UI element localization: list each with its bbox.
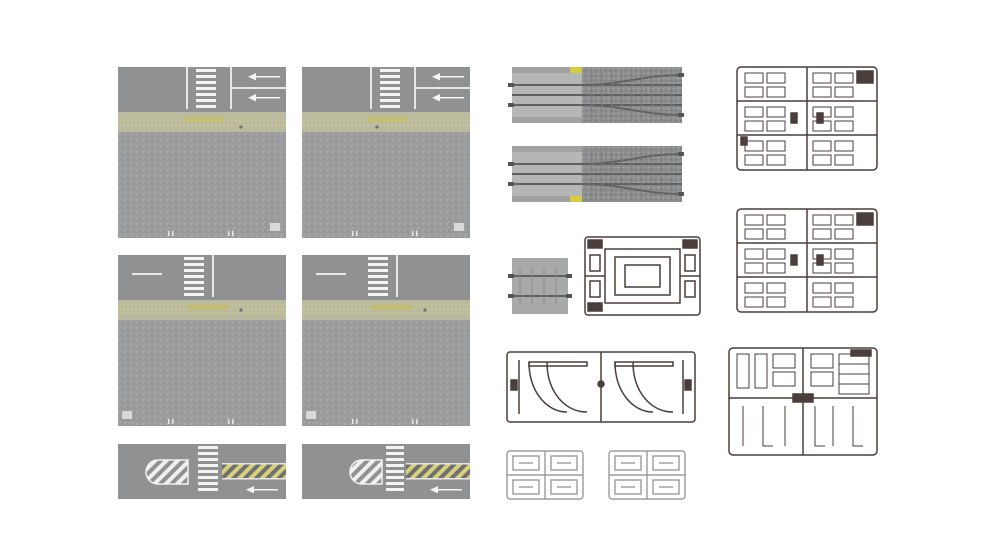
sprue-tall: [728, 347, 878, 456]
sprue-small-2: [608, 450, 686, 500]
track-short: [508, 258, 572, 314]
sprue-large-1: [736, 66, 878, 171]
road-tile: [118, 67, 470, 426]
sprue-small-1: [506, 450, 584, 500]
road-strip-1: [118, 444, 286, 499]
sprue-wide: [506, 351, 696, 423]
road-tile-1: [118, 67, 286, 238]
sprue-medium: [584, 236, 701, 316]
track-switch-1: [508, 67, 684, 123]
road-tile-3: [118, 255, 286, 426]
road-tile-2: [302, 67, 470, 238]
road-strip-2: [302, 444, 470, 499]
sprue-large-2: [736, 208, 878, 313]
road-tile-4: [302, 255, 470, 426]
track-switch-2: [508, 146, 684, 202]
